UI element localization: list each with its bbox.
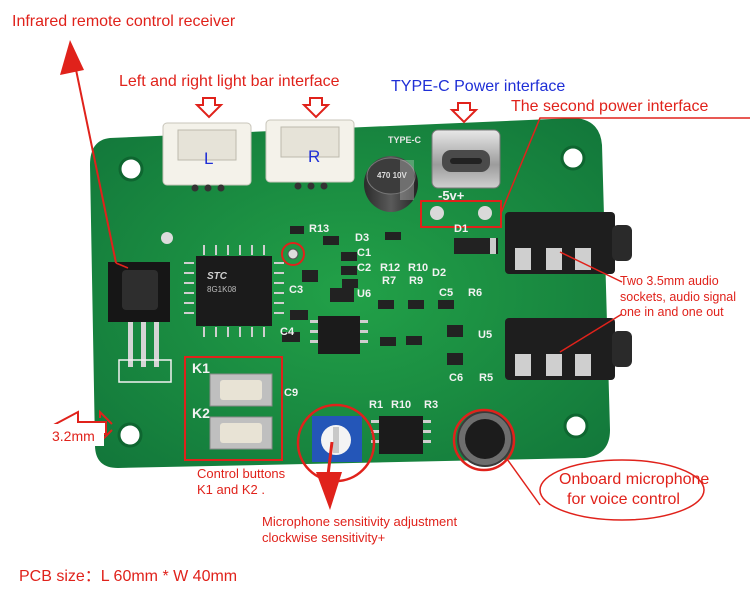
microphone [457,411,513,467]
silk-cap-mark: 470 10V [377,171,407,180]
potentiometer [312,416,362,462]
silk-ref: C9 [284,387,299,399]
label-light-bar: Left and right light bar interface [119,73,340,90]
label-audio-jacks: Two 3.5mm audio sockets, audio signal on… [620,274,737,320]
silk-ref: R10 [408,262,429,274]
silk-ref: C1 [357,247,372,259]
silk-ref: R3 [424,399,439,411]
silk-k1: K1 [192,360,210,376]
ir-receiver [108,262,172,383]
label-onboard-mic-2: for voice control [567,491,680,508]
light-bar-connector-right [265,119,355,190]
label-hole-size: 3.2mm [52,428,95,444]
label-ir-receiver: Infrared remote control receiver [12,13,236,30]
silk-ref: R10 [391,399,412,411]
silk-ref: C4 [280,326,295,338]
silk-ref: R13 [309,223,330,235]
label-typec: TYPE-C Power interface [391,78,566,95]
silk-ref: R9 [409,275,424,287]
silk-ref: D1 [454,223,469,235]
silk-ref: R6 [468,287,483,299]
light-bar-connector-left [162,122,252,192]
usb-c-port [431,129,501,189]
op-amp-chip [310,316,368,354]
silk-typec-mark: TYPE-C [388,135,422,145]
silk-ref: R1 [369,399,384,411]
label-mic-sensitivity-1: Microphone sensitivity adjustment [262,514,458,529]
label-pcb-size: PCB size：L 60mm * W 40mm [19,568,238,585]
silk-ref: U6 [357,288,372,300]
led-highlight [281,242,305,266]
electrolytic-capacitor [364,156,418,212]
silk-ref: R5 [479,372,494,384]
silk-k2: K2 [192,405,210,421]
label-buttons-1: Control buttons [197,466,286,481]
silk-right-connector: R [308,147,321,166]
audio-jack-top [505,212,632,274]
label-onboard-mic-1: Onboard microphone [559,471,710,488]
audio-jack-bottom [505,318,632,380]
label-mic-sensitivity-2: clockwise sensitivity+ [262,530,386,545]
silk-ref: U5 [478,329,493,341]
silk-ref: C5 [439,287,454,299]
silk-left-connector: L [204,149,214,168]
silk-power-mark: -5v+ [438,188,465,203]
silk-ref: C2 [357,262,372,274]
second-power-highlight [420,200,502,228]
mounting-holes [117,145,589,448]
label-second-power: The second power interface [511,98,709,115]
silk-ref: D3 [355,232,370,244]
buttons-highlight [184,356,283,461]
silk-ref: C6 [449,372,464,384]
tactile-buttons [209,373,273,450]
silk-ref: D2 [432,267,447,279]
microphone-highlight [452,408,516,472]
amp-chip [371,416,431,454]
silk-ref: R7 [382,275,397,287]
silk-mcu-part: 8G1K08 [207,285,237,294]
silk-ref: R12 [380,262,401,274]
label-buttons-2: K1 and K2 . [197,482,265,497]
onboard-mic-bubble [539,459,705,521]
mcu-chip [184,245,284,337]
silk-mcu-brand: STC [207,271,227,282]
silk-ref: C3 [289,284,304,296]
smd-components [282,226,463,365]
